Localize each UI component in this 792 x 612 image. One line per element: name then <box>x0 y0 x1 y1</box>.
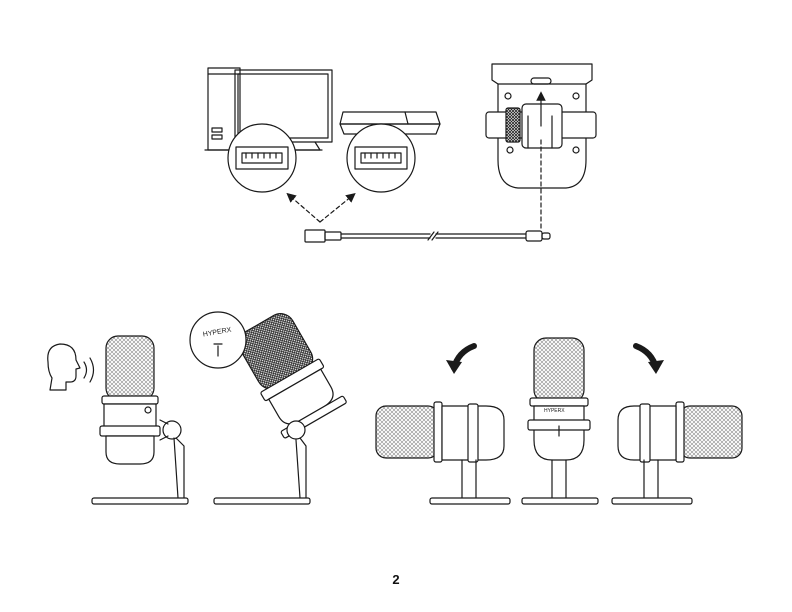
rotate-right-arrow-icon <box>636 346 664 374</box>
rotate-left-arrow-icon <box>446 346 474 374</box>
usb-a-port-callout <box>347 124 415 192</box>
microphone-front-upright <box>92 336 188 504</box>
page-number: 2 <box>386 572 406 587</box>
usb-c-port-icon <box>531 78 551 84</box>
microphone-side-right <box>612 402 742 504</box>
brand-logo: HYPERX <box>544 408 565 414</box>
connection-arrows <box>290 196 352 222</box>
logo-callout <box>190 312 246 368</box>
usb-a-to-usb-c-cable-icon <box>305 230 550 242</box>
microphone-front <box>522 338 598 504</box>
microphone-side-left <box>376 402 510 504</box>
usb-a-port-callout <box>228 124 296 192</box>
speaking-head-icon <box>48 344 94 390</box>
